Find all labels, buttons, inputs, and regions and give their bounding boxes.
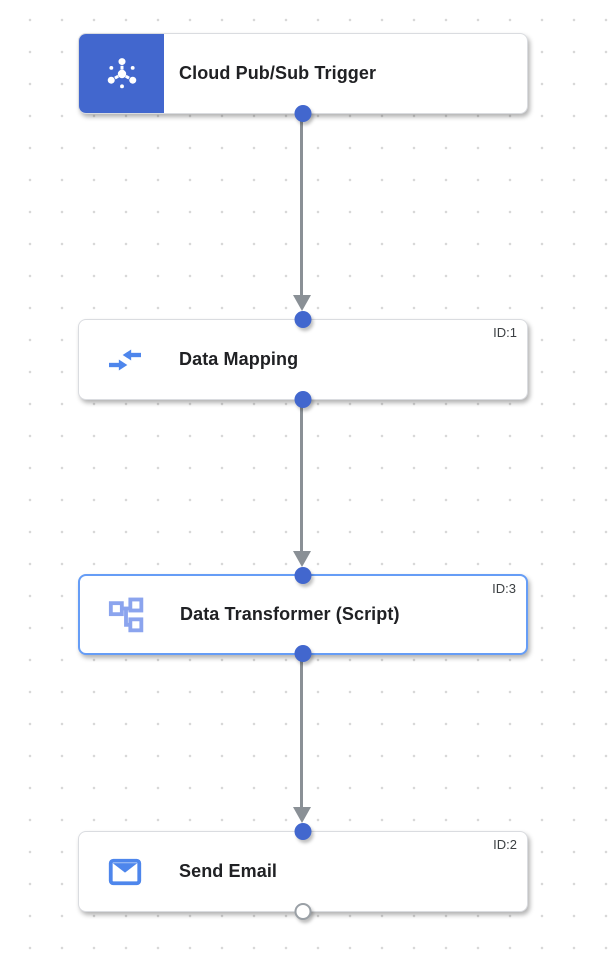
edge-arrowhead-icon xyxy=(292,807,311,823)
node-send-email[interactable]: ID:2 Send Email xyxy=(78,823,528,920)
node-id-badge: ID:2 xyxy=(493,837,517,852)
send-email-icon xyxy=(104,851,146,893)
input-connection-handle[interactable] xyxy=(294,823,312,840)
output-connection-handle[interactable] xyxy=(294,645,312,662)
edge-line xyxy=(300,114,303,298)
data-mapping-icon xyxy=(104,339,146,381)
edge-line xyxy=(300,400,303,552)
input-connection-handle[interactable] xyxy=(294,567,312,584)
node-cloud-pubsub-trigger[interactable]: Cloud Pub/Sub Trigger xyxy=(78,33,528,122)
input-connection-handle[interactable] xyxy=(294,311,312,328)
node-data-mapping[interactable]: ID:1 Data Mapping xyxy=(78,311,528,408)
edge-line xyxy=(300,655,303,808)
data-transformer-icon xyxy=(105,594,147,636)
output-connection-handle-open[interactable] xyxy=(294,903,312,920)
trigger-icon-block xyxy=(79,34,164,113)
edge-arrowhead-icon xyxy=(292,295,311,311)
edge-arrowhead-icon xyxy=(292,551,311,567)
output-connection-handle[interactable] xyxy=(294,105,312,122)
node-title: Data Mapping xyxy=(179,349,299,369)
node-data-transformer[interactable]: ID:3 Data Transformer (Script) xyxy=(78,567,528,662)
output-connection-handle[interactable] xyxy=(294,391,312,408)
node-title: Cloud Pub/Sub Trigger xyxy=(179,63,377,83)
node-id-badge: ID:1 xyxy=(493,325,517,340)
node-id-badge: ID:3 xyxy=(492,581,516,596)
node-title: Data Transformer (Script) xyxy=(180,604,400,624)
node-title: Send Email xyxy=(179,861,278,881)
cloud-pubsub-icon xyxy=(101,53,143,95)
